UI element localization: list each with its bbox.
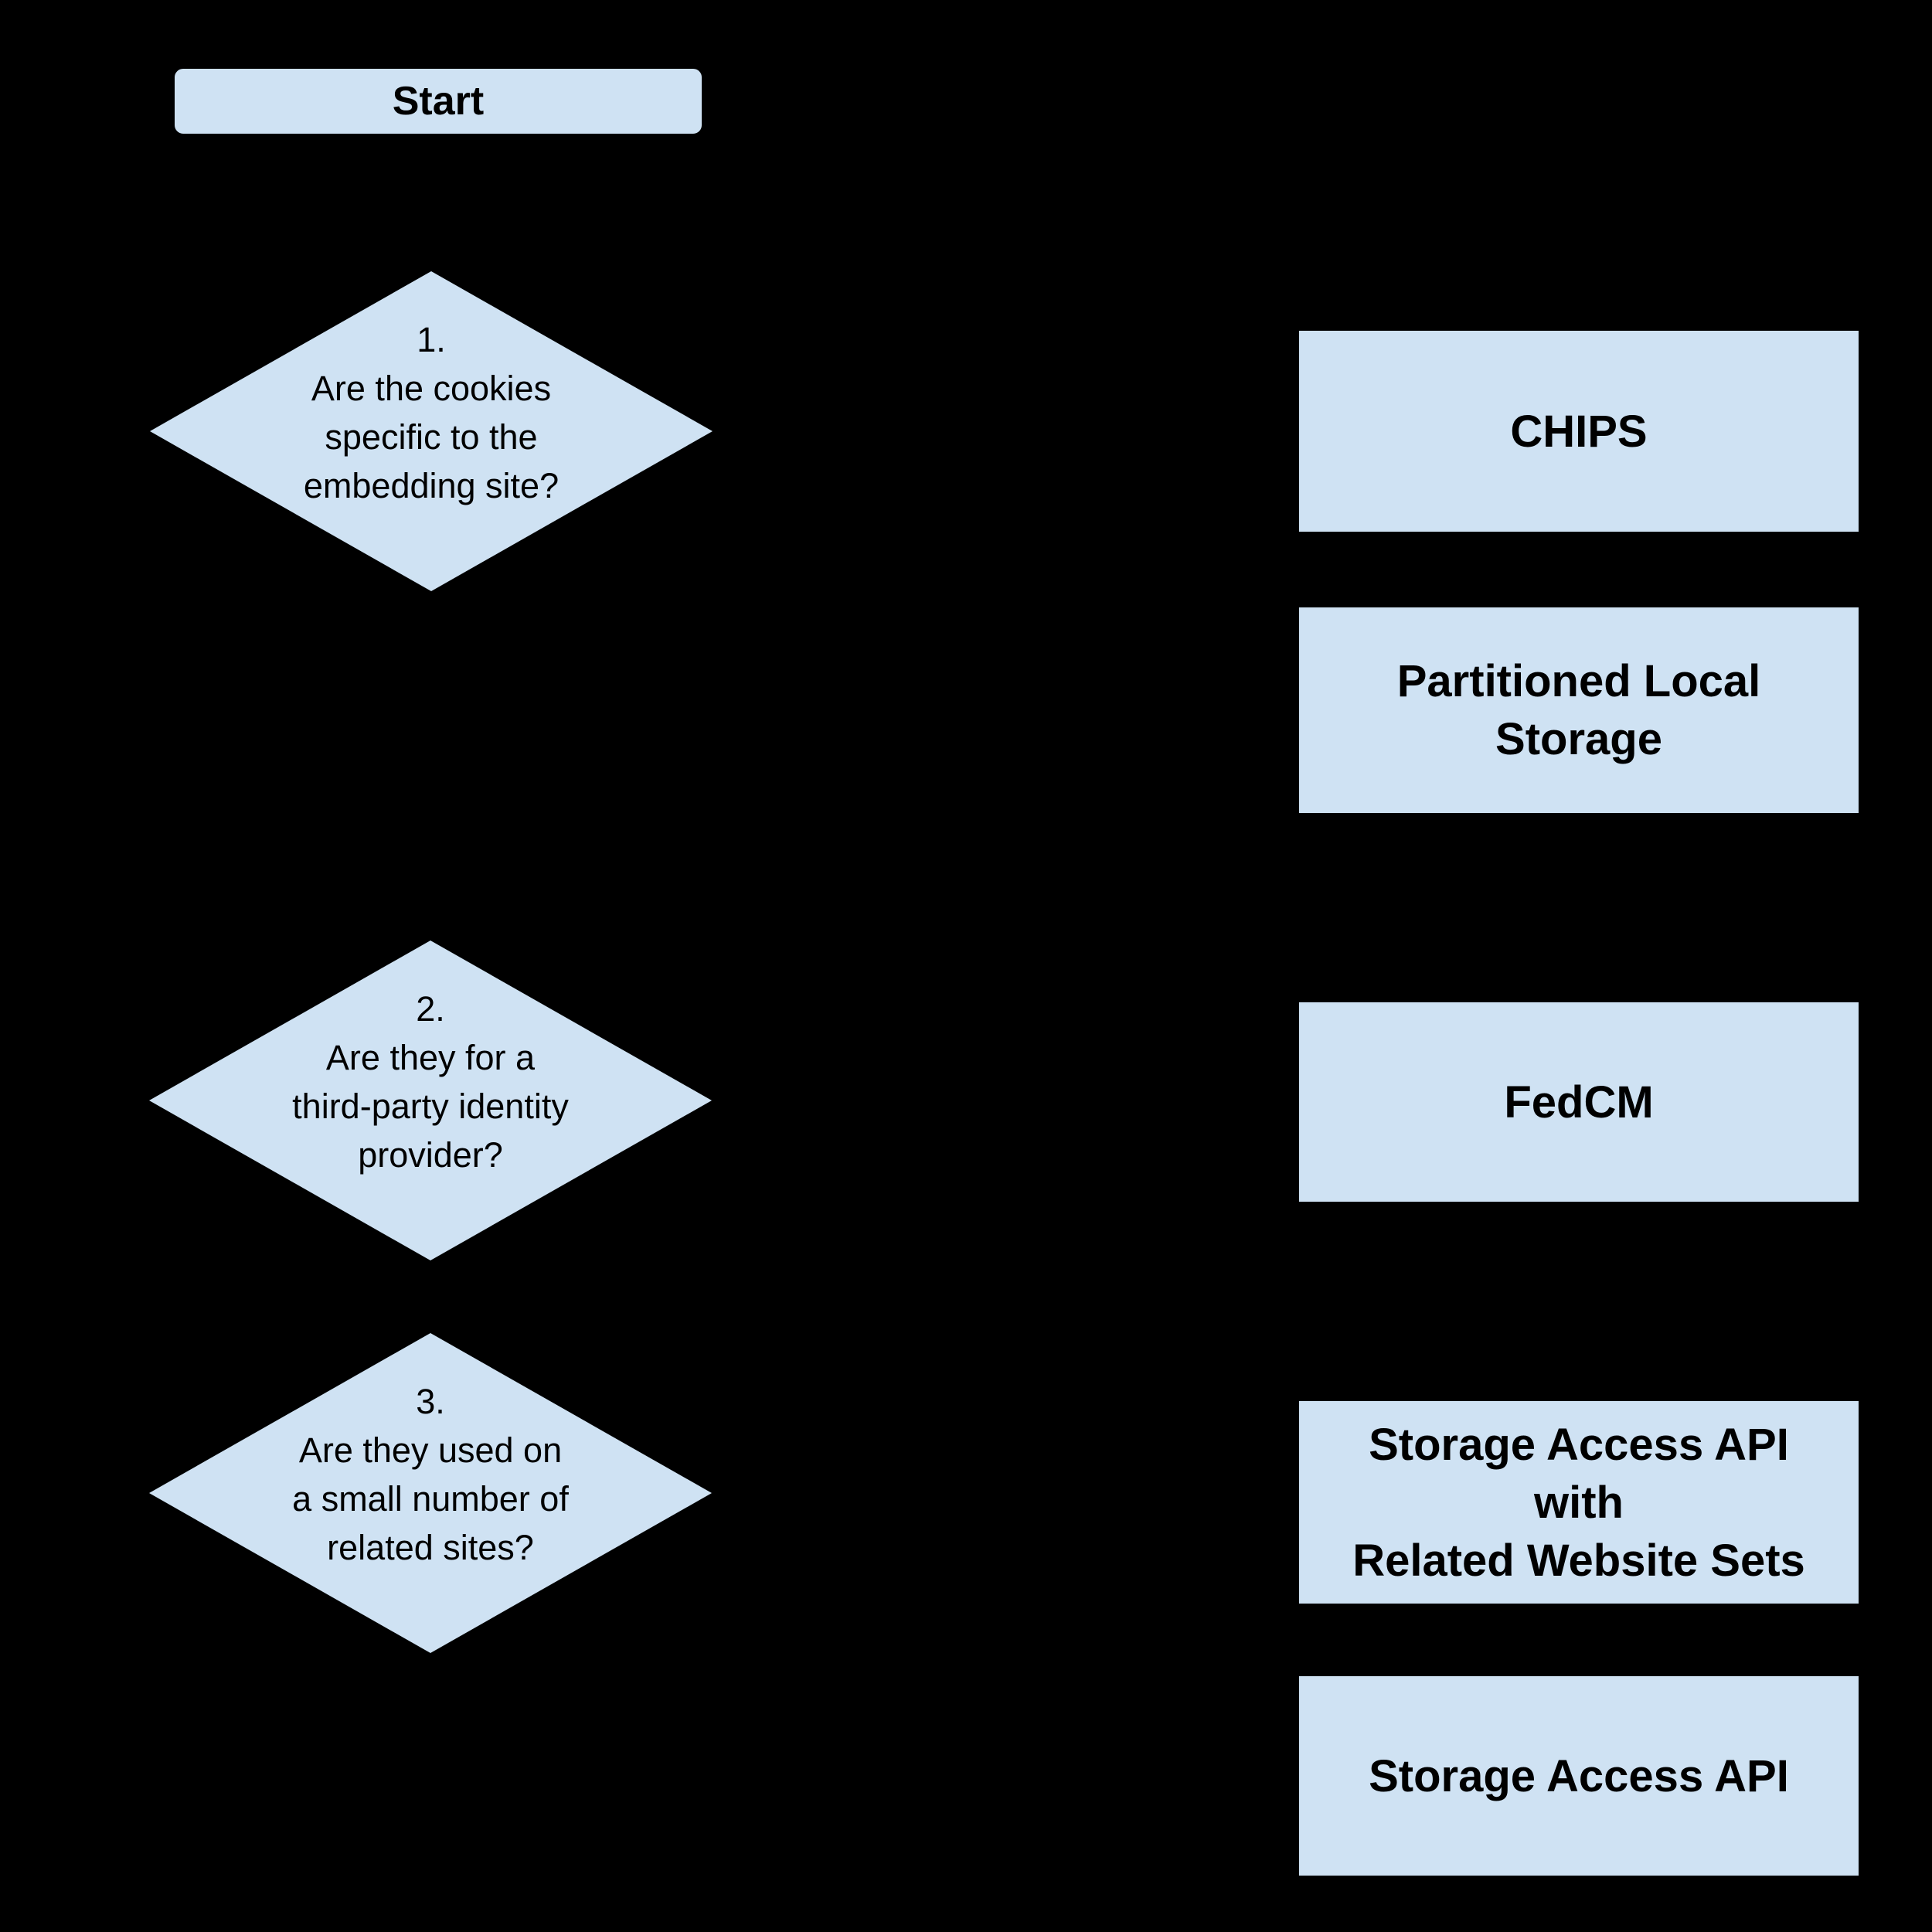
outcome-box-fedcm: FedCM [1297,1000,1861,1204]
outcome-box-partitioned-local-storage: Partitioned Local Storage [1297,605,1861,815]
decision-1-line-1: Are the cookies [311,369,552,408]
decision-node-1: 1. Are the cookies specific to the embed… [150,271,713,591]
decision-node-2-question: 2. Are they for a third-party identity p… [292,985,569,1179]
outcome-pls-line-2: Storage [1495,714,1662,764]
decision-1-line-2: specific to the [325,417,538,457]
decision-node-2: 2. Are they for a third-party identity p… [149,940,712,1260]
outcome-saa-rws-line-3: Related Website Sets [1352,1535,1805,1586]
decision-3-line-3: related sites? [327,1528,534,1567]
outcome-box-chips: CHIPS [1297,328,1861,534]
start-node-label: Start [392,79,485,124]
outcome-pls-line-1: Partitioned Local [1396,656,1761,706]
outcome-fedcm-label: FedCM [1504,1077,1654,1128]
outcome-saa-label: Storage Access API [1369,1750,1789,1801]
decision-3-number: 3. [416,1382,445,1421]
decision-node-1-question: 1. Are the cookies specific to the embed… [304,315,559,510]
decision-node-3-question: 3. Are they used on a small number of re… [292,1377,569,1572]
outcome-saa-rws-line-2: with [1534,1477,1624,1528]
decision-node-3: 3. Are they used on a small number of re… [149,1333,712,1653]
decision-1-line-3: embedding site? [303,466,560,505]
outcome-chips-label: CHIPS [1510,406,1648,457]
decision-2-number: 2. [416,989,445,1029]
outcome-box-storage-access-api: Storage Access API [1297,1674,1861,1878]
decision-2-line-3: provider? [358,1135,503,1175]
start-node: Start [172,66,704,136]
decision-2-line-2: third-party identity [292,1087,569,1126]
decision-3-line-2: a small number of [292,1479,569,1519]
decision-2-line-1: Are they for a [325,1038,536,1077]
outcome-box-storage-access-api-with-rws: Storage Access API with Related Website … [1297,1399,1861,1606]
outcome-saa-rws-line-1: Storage Access API [1369,1419,1789,1470]
decision-3-line-1: Are they used on [298,1430,563,1470]
decision-1-number: 1. [417,320,446,359]
